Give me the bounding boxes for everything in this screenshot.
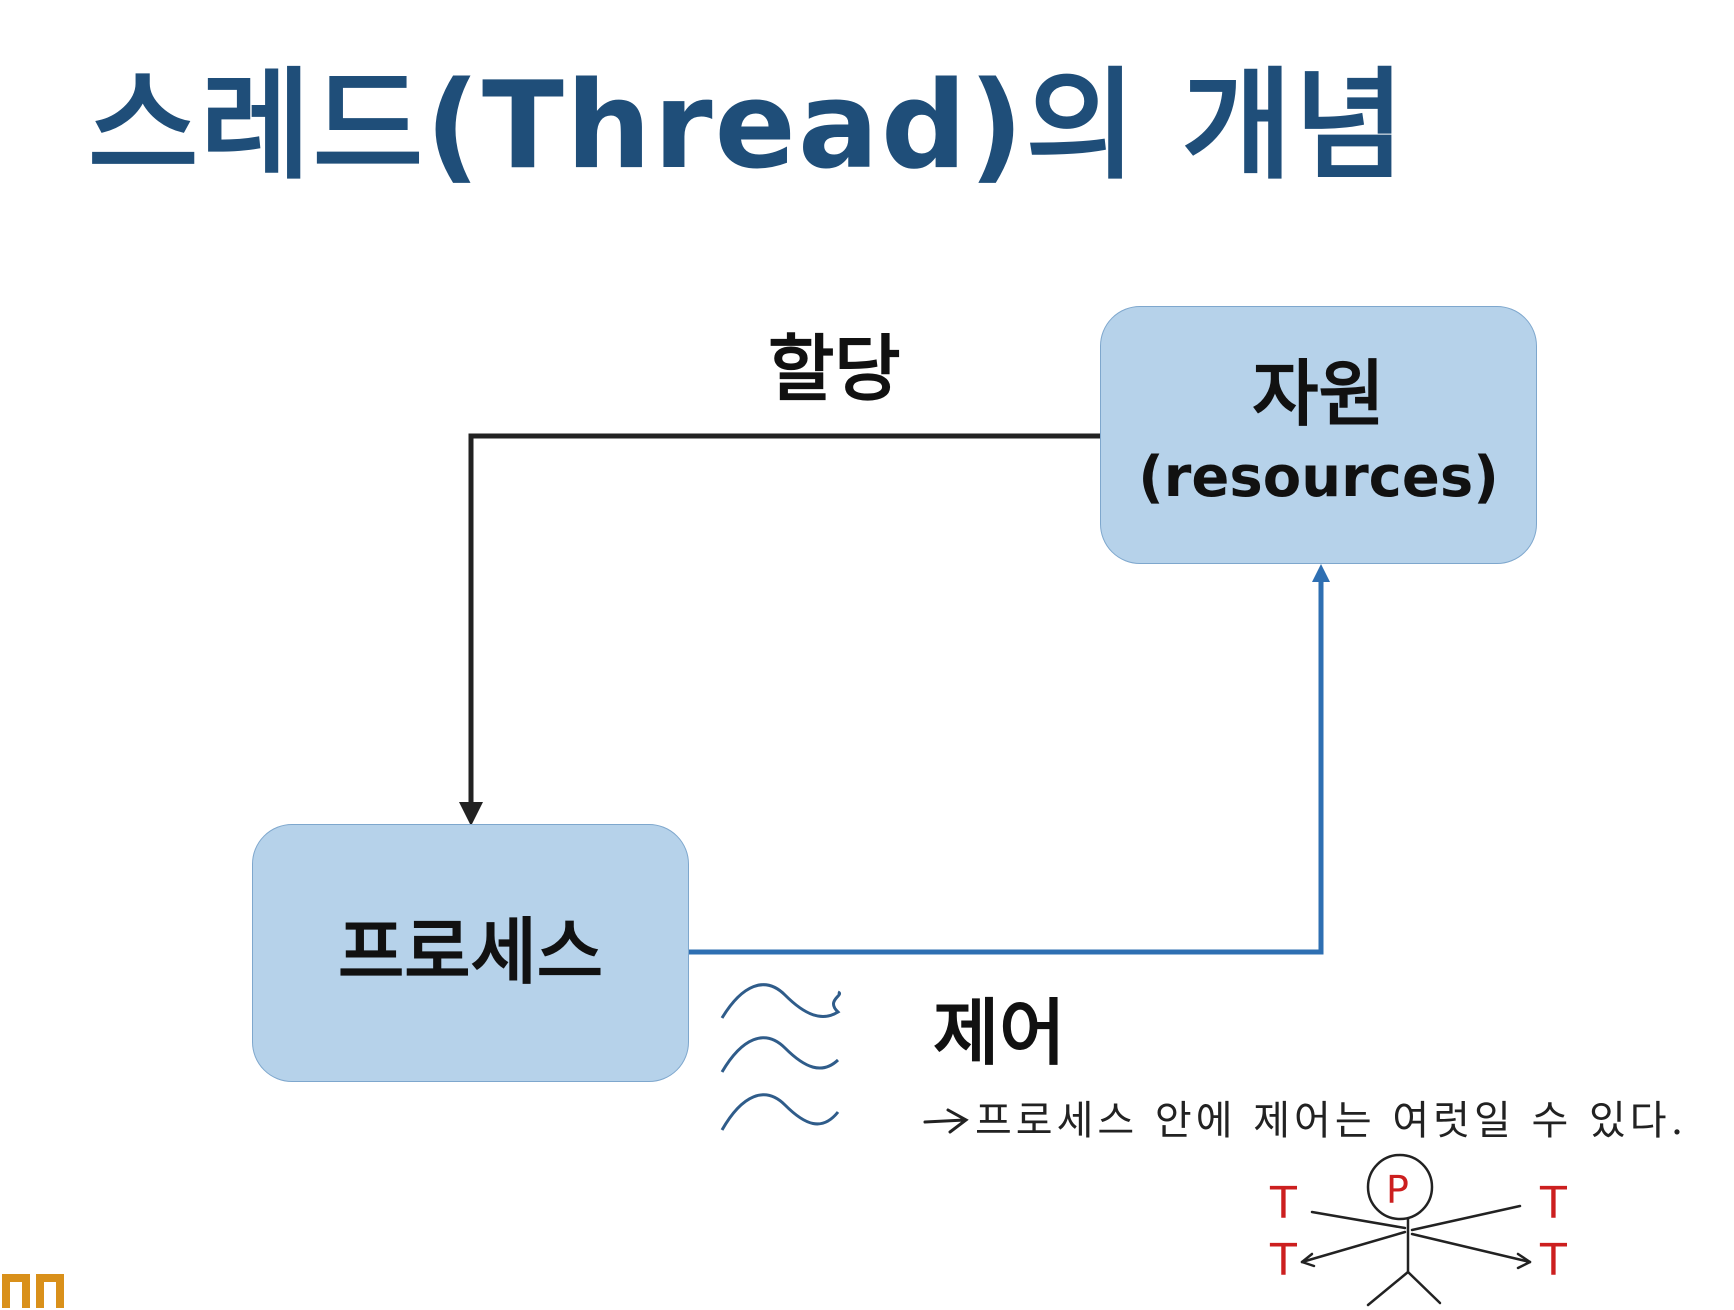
thread-letter-top-right: T bbox=[1539, 1178, 1567, 1229]
control-label: 제어 bbox=[933, 991, 1066, 1075]
resources-label: 자원 bbox=[1252, 352, 1385, 436]
allocation-arrow-head bbox=[459, 802, 483, 826]
thread-letter-top-left: T bbox=[1269, 1178, 1297, 1229]
resources-sublabel: (resources) bbox=[1138, 445, 1499, 511]
process-node: 프로세스 bbox=[252, 824, 689, 1082]
stick-figure-icon bbox=[1300, 1153, 1532, 1307]
process-label: 프로세스 bbox=[338, 910, 603, 995]
thread-wave-2 bbox=[720, 1036, 840, 1073]
stick-figure-center-letter: P bbox=[1386, 1168, 1409, 1212]
allocation-arrow-line bbox=[468, 433, 1100, 810]
logo-icon bbox=[2, 1274, 64, 1308]
handwritten-note: 프로세스 안에 제어는 여럿일 수 있다. bbox=[975, 1098, 1688, 1144]
control-arrow-head bbox=[1312, 564, 1330, 582]
thread-wave-1 bbox=[720, 983, 841, 1019]
page-title: 스레드(Thread)의 개념 bbox=[88, 57, 1407, 196]
thread-letter-bottom-left: T bbox=[1269, 1235, 1297, 1286]
note-arrow-icon bbox=[923, 1108, 969, 1134]
control-arrow-line bbox=[689, 578, 1324, 955]
allocation-label: 할당 bbox=[768, 327, 901, 411]
thread-letter-bottom-right: T bbox=[1539, 1235, 1567, 1286]
thread-wave-3 bbox=[720, 1093, 840, 1131]
resources-node: 자원 (resources) bbox=[1100, 306, 1537, 564]
